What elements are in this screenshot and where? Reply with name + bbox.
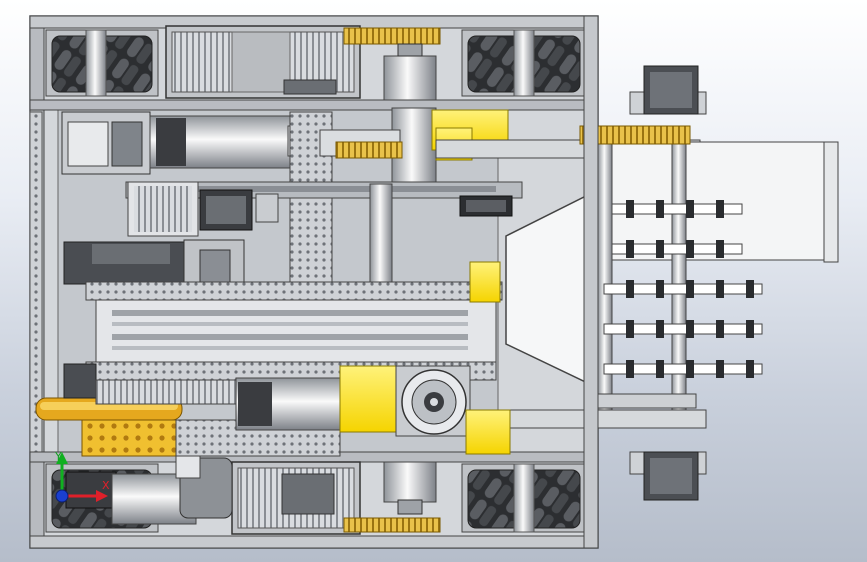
upper-spur-gear[interactable] [335,141,403,159]
yellow-bracket-mid [469,261,501,303]
front-servo-lower[interactable] [629,451,707,501]
z-axis-dot [55,489,69,503]
upper-drive-motor[interactable] [61,111,319,175]
mecanum-wheel-front-left[interactable] [45,29,159,97]
front-servo-upper[interactable] [629,65,707,115]
right-side-rail [583,15,599,549]
main-vertical-shaft [369,183,393,289]
lower-drive-motor[interactable] [235,365,397,433]
x-axis-label: X [102,479,110,492]
drive-belt-center [196,186,496,192]
top-inner-rail [29,99,599,111]
cross-channel [85,281,503,301]
intake-roller-4 [603,320,763,338]
top-lift-motor[interactable] [343,27,441,185]
front-spur-gear[interactable] [579,125,691,145]
mecanum-wheel-rear-right[interactable] [461,463,587,533]
orange-plate [81,419,177,457]
lower-gear-strip [95,379,237,405]
control-hub[interactable] [127,181,279,237]
rear-left-motor[interactable] [65,455,233,525]
mecanum-wheel-front-right[interactable] [461,29,587,97]
yellow-bracket-lower [465,409,511,455]
bottom-frame-rail [29,535,599,549]
bottom-lift-motor[interactable] [343,461,441,533]
linear-slide[interactable] [95,299,497,363]
top-battery-block[interactable] [165,25,361,99]
intake-roller-5 [603,360,763,378]
rotary-encoder[interactable] [395,365,471,437]
bottom-battery-block[interactable] [231,461,361,535]
intake-roller-1 [611,200,743,218]
y-axis-label: Y [55,450,62,463]
intake-roller-3 [603,280,763,298]
lower-left-bracket [63,363,97,399]
front-spindle [671,141,687,423]
coordinate-triad: X Y [44,448,134,518]
intake-roller-2 [611,240,743,258]
lower-front-link [595,393,697,409]
